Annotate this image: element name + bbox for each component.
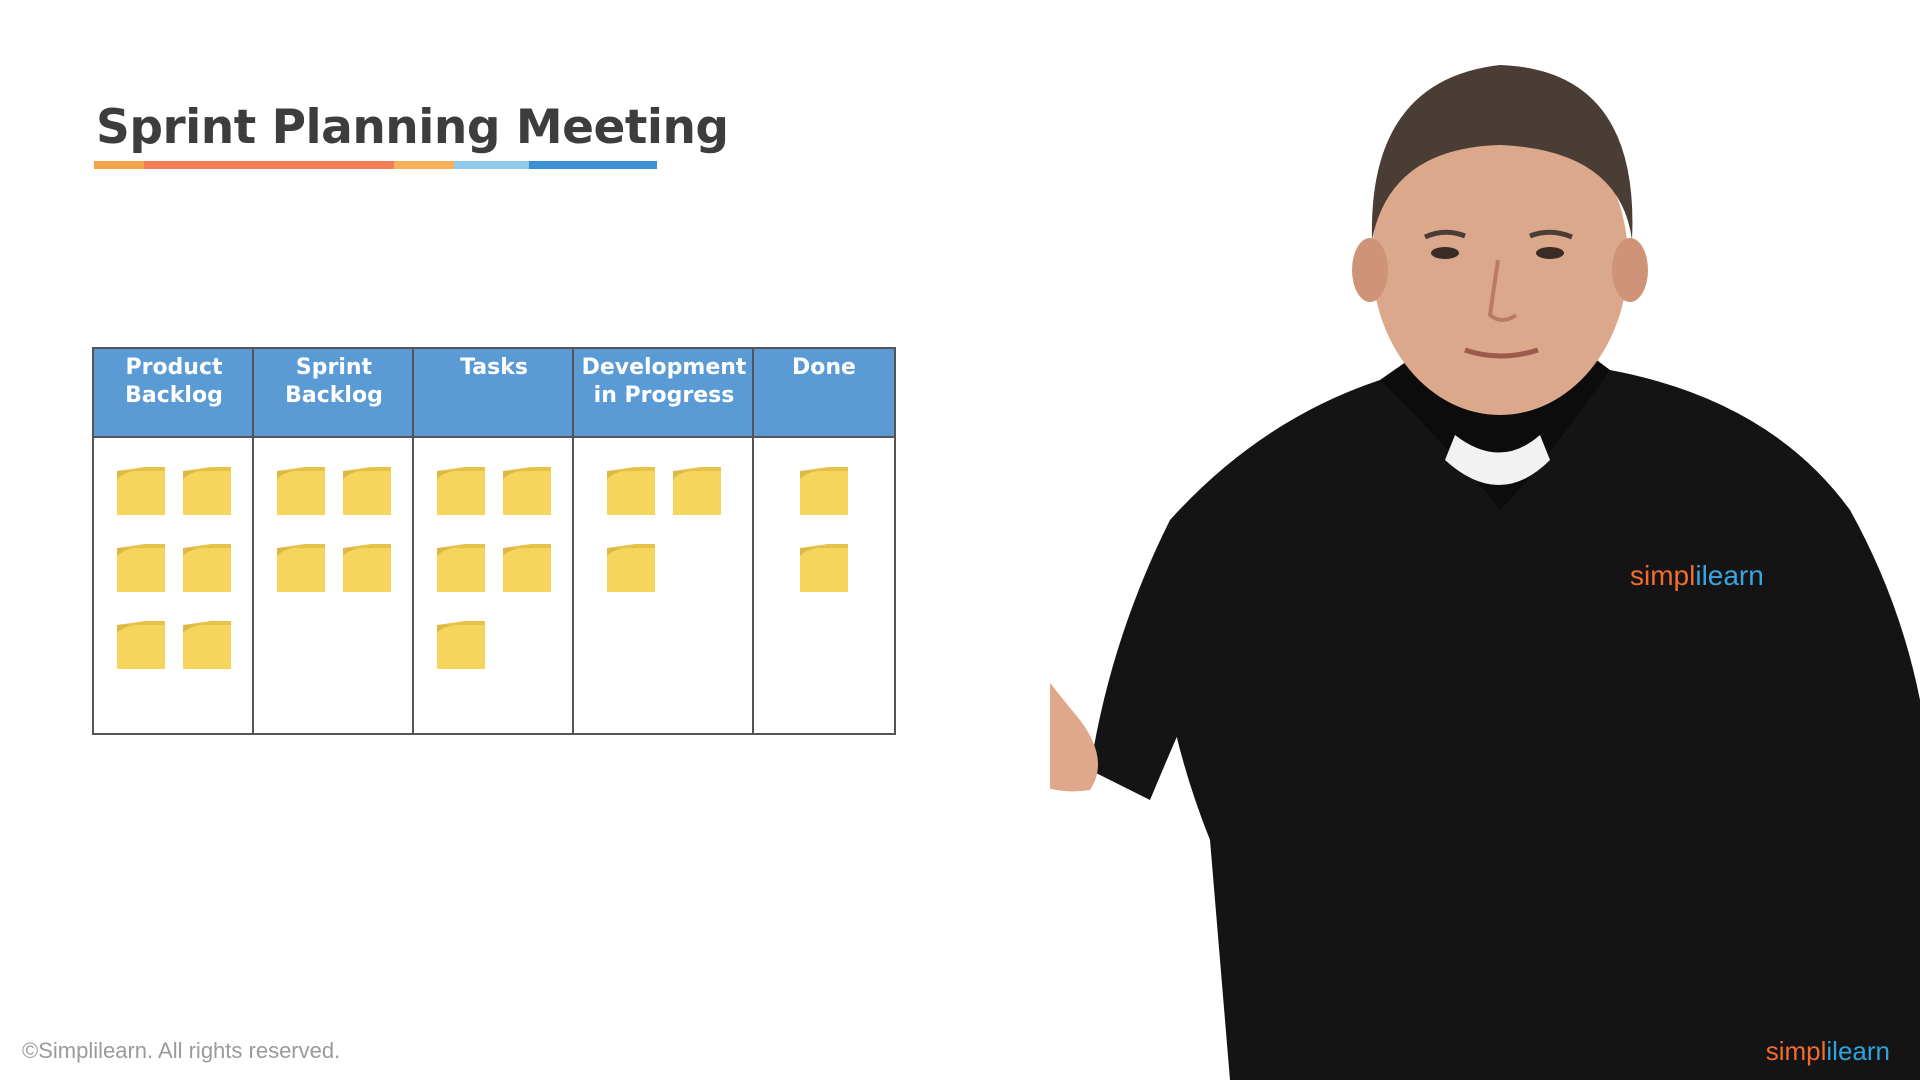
sticky-note [673, 467, 721, 515]
sticky-note [183, 467, 231, 515]
sticky-note [343, 467, 391, 515]
sticky-note [800, 467, 848, 515]
slide-title: Sprint Planning Meeting [96, 100, 729, 155]
sticky-note [437, 544, 485, 592]
column-header: Product Backlog [125, 355, 223, 408]
sticky-note [117, 621, 165, 669]
column-divider [752, 349, 754, 733]
shirt-logo: simplilearn [1630, 560, 1764, 591]
column-header: Tasks [460, 355, 528, 380]
scrum-board: Product Backlog Sprint Backlog Tasks Develo… [92, 347, 896, 735]
sticky-note [277, 467, 325, 515]
sticky-note [183, 544, 231, 592]
column-divider [572, 349, 574, 733]
sticky-note [437, 467, 485, 515]
column-header: Sprint Backlog [285, 355, 383, 408]
sticky-note [503, 544, 551, 592]
sticky-note [117, 544, 165, 592]
sticky-note [437, 621, 485, 669]
presenter-illustration: simplilearn [1050, 65, 1920, 1080]
column-header: Done [792, 355, 856, 380]
sticky-note [607, 467, 655, 515]
title-underline [94, 161, 657, 169]
sticky-note [183, 621, 231, 669]
sticky-note [277, 544, 325, 592]
column-divider [412, 349, 414, 733]
column-header: Development in Progress [581, 355, 747, 408]
board-header-row [94, 349, 894, 438]
column-divider [252, 349, 254, 733]
sticky-note [607, 544, 655, 592]
simplilearn-logo: simplilearn [1765, 1036, 1890, 1066]
copyright-notice: ©Simplilearn. All rights reserved. [22, 1038, 341, 1063]
sticky-note [800, 544, 848, 592]
sticky-note [343, 544, 391, 592]
sticky-note [117, 467, 165, 515]
sticky-note [503, 467, 551, 515]
